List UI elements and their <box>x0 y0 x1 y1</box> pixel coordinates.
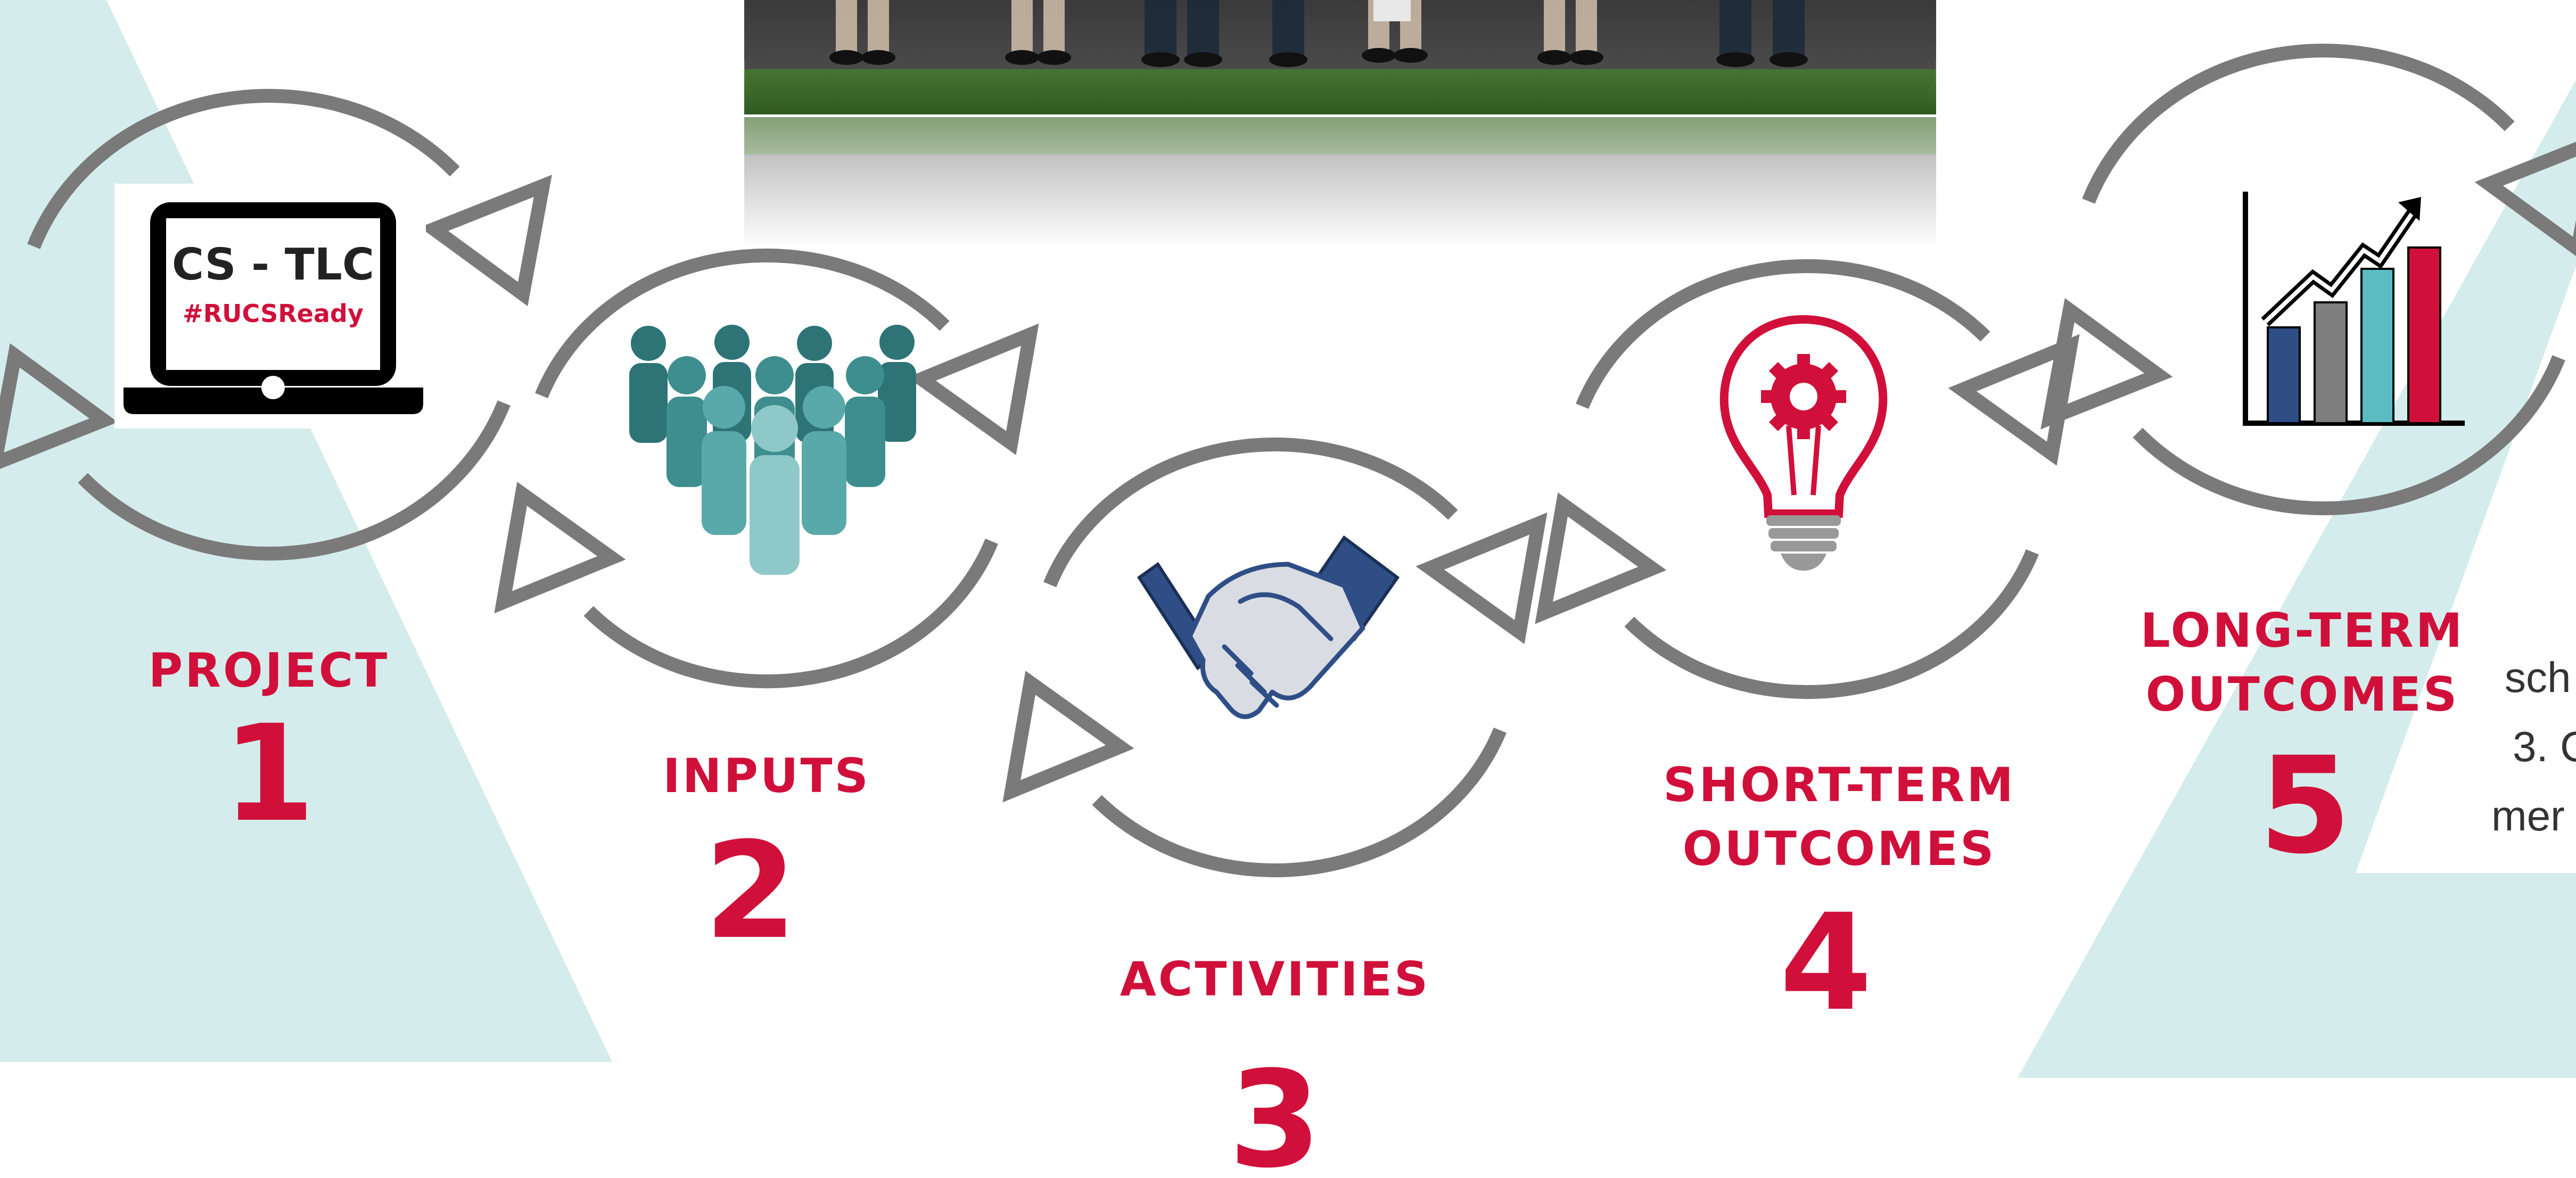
lightbulb-gear-icon <box>1719 315 1888 571</box>
cycle-5-bottom-arc <box>2133 355 2565 516</box>
side-text-line-1: sch <box>2505 654 2571 701</box>
cycle-2-top-arrowhead <box>907 323 1039 455</box>
cycle-3-top-arc <box>1043 438 1458 588</box>
cycle-2-top-arc <box>535 249 950 399</box>
cycle-3-bottom-arc <box>1092 727 1507 877</box>
cycle-5-bottom-arrowhead <box>2040 298 2173 430</box>
cycle-4-bottom-arrowhead <box>1535 492 1667 624</box>
stage-4-label-line2: OUTCOMES <box>1683 821 1996 876</box>
group-photo <box>740 0 1940 248</box>
stage-1-number: 1 <box>223 696 315 851</box>
cycle-2-bottom-arrowhead <box>494 482 626 614</box>
cycle-4-bottom-arc <box>1624 549 2039 699</box>
side-text-line-3: mer <box>2491 792 2565 839</box>
stage-4-number: 4 <box>1780 885 1872 1040</box>
cycle-1-top-arc <box>27 88 460 249</box>
cycle-1-bottom-arrowhead <box>0 343 118 469</box>
side-text: sch 3. C mer <box>2491 654 2576 839</box>
stage-3-number: 3 <box>1229 1042 1321 1178</box>
stage-2-label: INPUTS <box>663 748 870 803</box>
laptop-badge-tag: #RUCSReady <box>183 299 364 328</box>
stage-5-label-line1: LONG-TERM <box>2141 603 2465 658</box>
stage-1-label: PROJECT <box>149 643 390 698</box>
cycle-arrows <box>0 43 2576 877</box>
cycle-3-bottom-arrowhead <box>1002 671 1134 803</box>
cycle-4-top-arc <box>1576 259 1990 409</box>
stage-3-label: ACTIVITIES <box>1120 952 1430 1007</box>
cycle-5-top-arrowhead <box>2474 142 2576 257</box>
cycle-1-bottom-arc <box>78 400 511 561</box>
stage-5-number: 5 <box>2259 728 2351 883</box>
laptop-badge-title: CS - TLC <box>172 240 374 290</box>
cycle-5-top-arc <box>2082 43 2515 204</box>
stage-5-label-line2: OUTCOMES <box>2146 667 2459 722</box>
stage-labels: PROJECT 1 INPUTS 2 ACTIVITIES 3 SHORT-TE… <box>149 603 2465 1178</box>
cycle-4-top-arrowhead <box>1948 334 2080 466</box>
laptop-icon: CS - TLC #RUCSReady <box>114 184 426 429</box>
people-group-icon <box>629 325 916 575</box>
background-band-left <box>0 857 250 921</box>
cycle-2-bottom-arc <box>583 538 998 688</box>
handshake-icon <box>1137 535 1400 719</box>
stage-2-number: 2 <box>704 813 797 968</box>
cycle-3-top-arrowhead <box>1415 512 1548 644</box>
side-text-line-2: 3. C <box>2513 723 2576 770</box>
bar-chart-growth-icon <box>2243 192 2465 426</box>
stage-4-label-line1: SHORT-TERM <box>1663 757 2015 812</box>
cycle-1-top-arrowhead <box>419 175 552 307</box>
